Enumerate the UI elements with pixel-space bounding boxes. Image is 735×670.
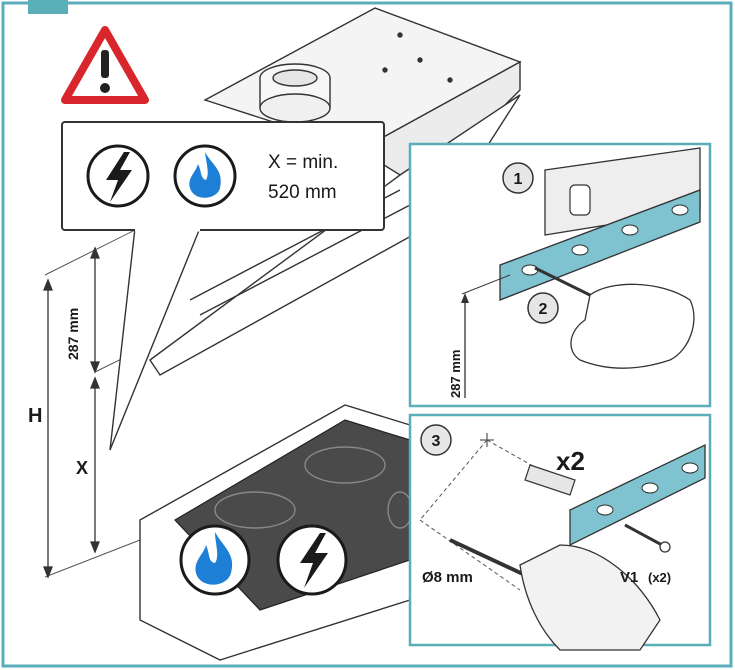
mounting-bracket	[569, 443, 706, 547]
dimension-lines	[43, 246, 100, 579]
total-height-label: H	[28, 405, 42, 427]
step-2-badge	[527, 292, 559, 324]
warning-icon	[61, 26, 149, 104]
requirement-line-1: X = min.	[268, 152, 338, 173]
hood-height-label: 287 mm	[65, 308, 81, 360]
step-tab	[28, 0, 68, 14]
step-1-number: 1	[514, 171, 523, 188]
inset-drilling-panel: 3 x2 Ø8 mm V1 (x2)	[408, 413, 712, 651]
inset-marking-panel: 287 mm 1 2	[408, 142, 712, 408]
step-3-badge	[420, 424, 452, 456]
inset-height-label: 287 mm	[448, 350, 463, 398]
pencil	[534, 266, 601, 302]
step-2-number: 2	[539, 301, 548, 318]
cooker-hood	[149, 7, 522, 376]
drill-size-label: Ø8 mm	[422, 569, 473, 586]
step-1-badge	[502, 162, 534, 194]
drill	[519, 544, 661, 651]
step-3-number: 3	[432, 433, 441, 450]
plug-count-label: x2	[556, 446, 585, 476]
screw-count-label: (x2)	[648, 570, 671, 585]
requirement-callout: X = min. 520 mm	[61, 121, 385, 451]
hob	[139, 404, 413, 661]
distance-label: X	[76, 458, 88, 478]
electricity-icon	[86, 144, 150, 208]
mounting-bracket	[499, 189, 701, 301]
requirement-line-2: 520 mm	[268, 182, 337, 203]
drill-bit	[449, 538, 526, 577]
screw	[624, 523, 663, 547]
electricity-icon	[276, 524, 348, 596]
gas-flame-icon	[173, 144, 237, 208]
hand	[570, 283, 695, 369]
gas-flame-icon	[179, 524, 251, 596]
screw-label: V1	[620, 569, 638, 586]
wall-plug	[524, 464, 576, 496]
